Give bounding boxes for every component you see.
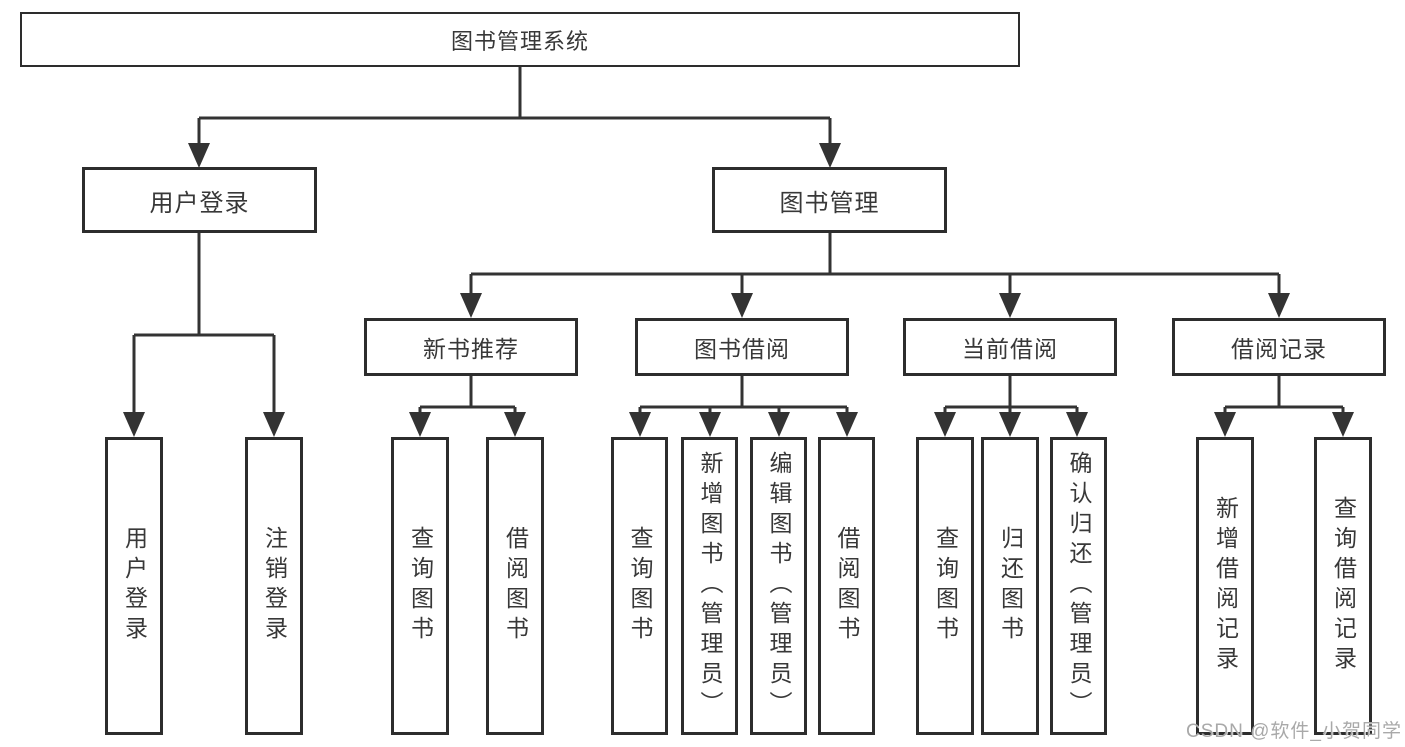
leaf-return-book: 归还图书	[981, 437, 1039, 735]
node-label: 当前借阅	[962, 336, 1058, 362]
node-user-login: 用户登录	[82, 167, 317, 233]
node-label: 查询图书	[932, 526, 959, 646]
node-label: 查询借阅记录	[1330, 496, 1357, 676]
node-label: 编辑图书（管理员）	[766, 451, 792, 721]
node-book-management: 图书管理	[712, 167, 947, 233]
node-label: 新书推荐	[423, 336, 519, 362]
leaf-borrow-book-1: 借阅图书	[486, 437, 544, 735]
leaf-confirm-return-admin: 确认归还（管理员）	[1050, 437, 1107, 735]
csdn-watermark: CSDN @软件_小贺同学	[1186, 721, 1402, 742]
node-label: 用户登录	[149, 189, 250, 217]
arrowheads	[123, 143, 1354, 437]
leaf-logout: 注销登录	[245, 437, 303, 735]
leaf-query-book-1: 查询图书	[391, 437, 449, 735]
node-book-borrow: 图书借阅	[635, 318, 849, 376]
node-label: 归还图书	[997, 526, 1024, 646]
leaf-user-login: 用户登录	[105, 437, 163, 735]
node-label: 新增图书（管理员）	[697, 451, 723, 721]
leaf-add-book-admin: 新增图书（管理员）	[681, 437, 738, 735]
node-label: 用户登录	[121, 526, 148, 646]
leaf-query-book-2: 查询图书	[611, 437, 668, 735]
node-label: 查询图书	[407, 526, 434, 646]
node-current-borrow: 当前借阅	[903, 318, 1117, 376]
node-label: 借阅图书	[502, 526, 529, 646]
node-label: 借阅记录	[1231, 336, 1327, 362]
node-label: 查询图书	[627, 526, 653, 646]
node-label: 借阅图书	[834, 526, 860, 646]
node-label: 图书管理系统	[450, 28, 589, 54]
node-label: 注销登录	[261, 526, 288, 646]
leaf-add-borrow-record: 新增借阅记录	[1196, 437, 1254, 735]
node-label: 图书管理	[779, 189, 880, 217]
leaf-borrow-book-2: 借阅图书	[818, 437, 875, 735]
leaf-edit-book-admin: 编辑图书（管理员）	[750, 437, 807, 735]
node-label: 图书借阅	[694, 336, 790, 362]
node-label: 新增借阅记录	[1212, 496, 1239, 676]
node-new-book-recommend: 新书推荐	[364, 318, 578, 376]
leaf-query-book-3: 查询图书	[916, 437, 974, 735]
node-borrow-record: 借阅记录	[1172, 318, 1386, 376]
leaf-query-borrow-record: 查询借阅记录	[1314, 437, 1372, 735]
node-label: 确认归还（管理员）	[1066, 451, 1092, 721]
node-library-management-system: 图书管理系统	[20, 12, 1020, 67]
